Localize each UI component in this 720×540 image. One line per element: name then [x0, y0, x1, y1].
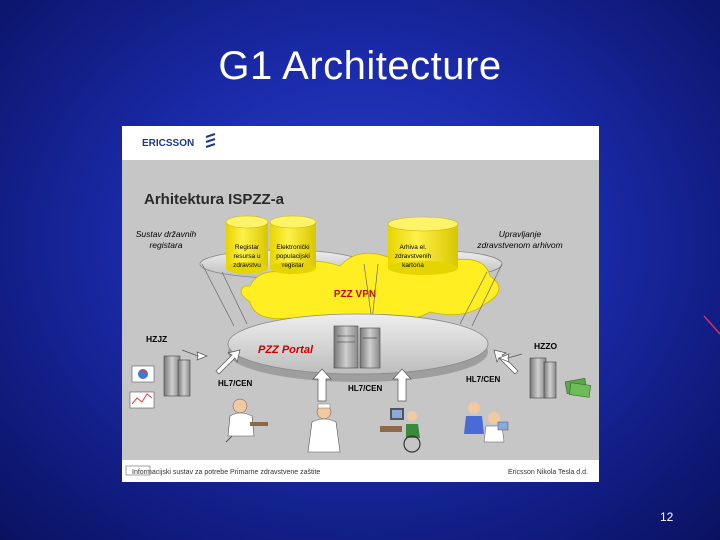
- arrow-center-left-icon: [312, 368, 332, 402]
- chart-graph-icon: [129, 391, 155, 409]
- architecture-figure: ERICSSON Arhitektura ISPZZ-a Sustav drža…: [122, 126, 599, 482]
- db3-line2: zdravstvenih: [395, 253, 432, 260]
- arrow-hzjz-icon: [181, 349, 208, 361]
- footer-band: [122, 460, 599, 482]
- arrow-hzzo-icon: [498, 353, 523, 363]
- hzzo-server-icon: [529, 357, 557, 399]
- slide-number: 12: [660, 510, 674, 524]
- database-populacijski-registar: [269, 215, 317, 274]
- archive-group-label-line1: Upravljanje: [499, 229, 542, 239]
- arrow-center-right-icon: [392, 368, 412, 402]
- registry-group-label-line1: Sustav državnih: [136, 229, 197, 239]
- diagram-heading: Arhitektura ISPZZ-a: [144, 191, 285, 208]
- db2-line3: registar: [282, 262, 305, 269]
- hzzo-label: HZZO: [534, 341, 558, 351]
- header-band: [122, 126, 599, 156]
- hzjz-server-icon: [163, 355, 191, 397]
- link-right-label: HL7/CEN: [466, 375, 500, 384]
- footer-left-text: Informacijski sustav za potrebe Primarne…: [132, 469, 320, 476]
- slide-title: G1 Architecture: [218, 44, 502, 88]
- db3-line1: Arhiva el.: [399, 244, 426, 251]
- ericsson-logo-text: ERICSSON: [142, 138, 194, 149]
- doctor-at-desk-icon: [225, 398, 268, 443]
- db2-line2: populacijski: [276, 253, 310, 260]
- db1-line2: resursa u: [233, 253, 260, 260]
- link-left-label: HL7/CEN: [218, 379, 252, 388]
- ericsson-logo-icon: [205, 133, 216, 148]
- db1-line3: zdravstvu: [233, 262, 261, 269]
- hzjz-label: HZJZ: [146, 334, 167, 344]
- arrow-left-icon: [215, 349, 241, 375]
- footer-badge: [125, 465, 151, 476]
- connection-funnel: [201, 263, 503, 327]
- db1-line1: Registar: [235, 244, 260, 251]
- database-arhiva-kartona: [387, 216, 459, 275]
- nurse-icon: [307, 403, 341, 453]
- footer-right-text: Ericsson Nikola Tesla d.d.: [508, 469, 588, 476]
- money-icon: [564, 378, 592, 398]
- patient-wheelchair-icon: [380, 408, 421, 453]
- link-arrows: [181, 349, 523, 402]
- central-server-icon: [333, 325, 381, 369]
- link-center-label: HL7/CEN: [348, 384, 382, 393]
- portal-label: PZZ Portal: [258, 344, 314, 356]
- db3-line3: kartona: [402, 262, 424, 269]
- medical-team-icon: [464, 402, 509, 443]
- database-registar-resursa: [225, 215, 269, 274]
- db2-line1: Elektronički: [276, 244, 309, 251]
- registry-group-label-line2: registara: [149, 240, 182, 250]
- chart-map-icon: [131, 365, 155, 383]
- vpn-label: PZZ VPN: [334, 289, 376, 300]
- archive-group-label-line2: zdravstvenom arhivom: [476, 240, 563, 250]
- arrow-right-icon: [493, 349, 519, 375]
